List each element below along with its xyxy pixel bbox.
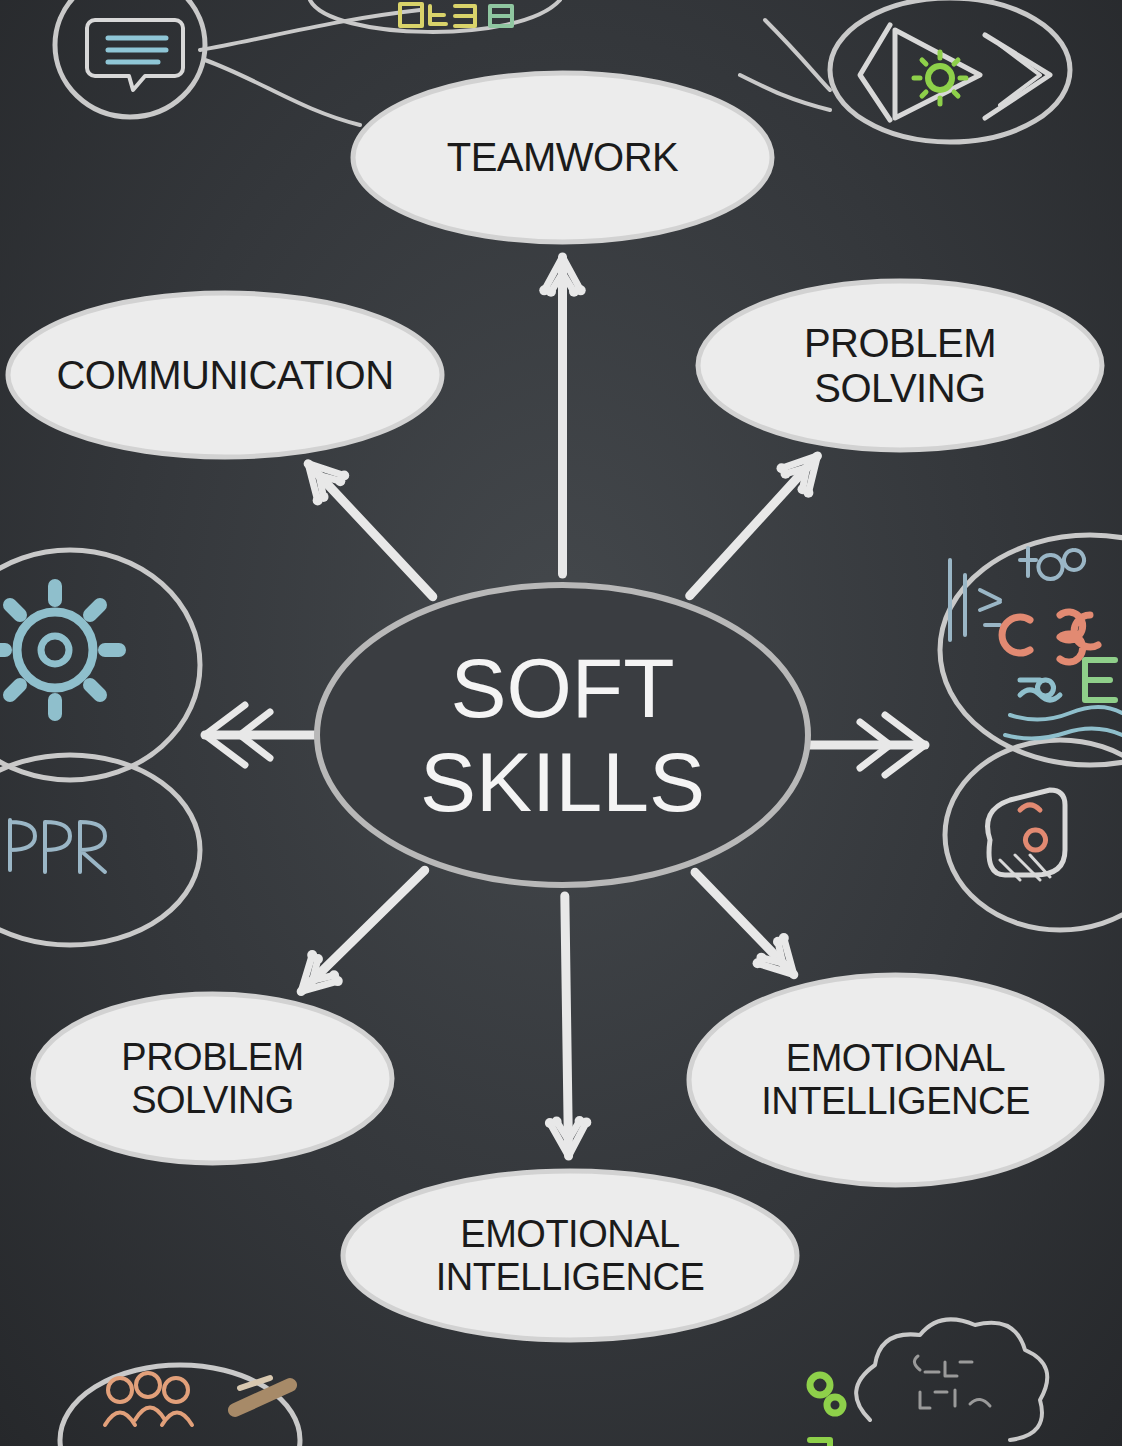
connector-line bbox=[695, 872, 794, 974]
skill-label: EMOTIONAL INTELLIGENCE bbox=[403, 1213, 738, 1298]
skill-oval: EMOTIONAL INTELLIGENCE bbox=[340, 1168, 800, 1343]
skill-label: PROBLEM SOLVING bbox=[770, 321, 1030, 411]
skill-label: EMOTIONAL INTELLIGENCE bbox=[728, 1037, 1063, 1122]
connector-arrow bbox=[539, 257, 585, 574]
skill-oval: PROBLEM SOLVING bbox=[695, 278, 1105, 453]
connector-arrow bbox=[545, 896, 591, 1156]
skill-oval: COMMUNICATION bbox=[5, 290, 445, 460]
central-label: SOFT SKILLS bbox=[398, 641, 728, 829]
chalk-dot bbox=[329, 970, 339, 980]
skill-oval: EMOTIONAL INTELLIGENCE bbox=[686, 972, 1105, 1188]
skill-label: COMMUNICATION bbox=[56, 353, 393, 398]
skill-oval: TEAMWORK bbox=[350, 70, 775, 245]
chalk-dot bbox=[313, 954, 323, 964]
connector-line bbox=[301, 870, 425, 991]
arrow-head bbox=[808, 456, 817, 493]
skill-label: TEAMWORK bbox=[447, 135, 679, 180]
chalk-dot bbox=[335, 476, 345, 486]
skill-oval: PROBLEM SOLVING bbox=[30, 991, 395, 1166]
chalk-dot bbox=[781, 469, 791, 479]
chalk-dot bbox=[756, 953, 766, 963]
connector-arrow bbox=[695, 872, 794, 974]
chalk-dot bbox=[319, 492, 329, 502]
skill-label: PROBLEM SOLVING bbox=[88, 1036, 338, 1121]
connector-line bbox=[308, 464, 433, 597]
chalk-dot bbox=[569, 287, 579, 297]
chalk-dot bbox=[575, 1116, 585, 1126]
arrow-head bbox=[758, 963, 794, 974]
connector-line bbox=[565, 896, 569, 1156]
connector-line bbox=[690, 456, 818, 596]
connector-line bbox=[558, 257, 567, 574]
chalk-dot bbox=[797, 484, 807, 494]
chalk-dot bbox=[546, 287, 556, 297]
connector-arrow bbox=[308, 464, 433, 597]
central-oval: SOFT SKILLS bbox=[314, 582, 811, 888]
connector-arrow bbox=[690, 456, 818, 596]
chalk-dot bbox=[773, 937, 783, 947]
connector-arrow bbox=[301, 870, 425, 991]
arrow-head bbox=[301, 955, 312, 991]
chalk-dot bbox=[552, 1116, 562, 1126]
